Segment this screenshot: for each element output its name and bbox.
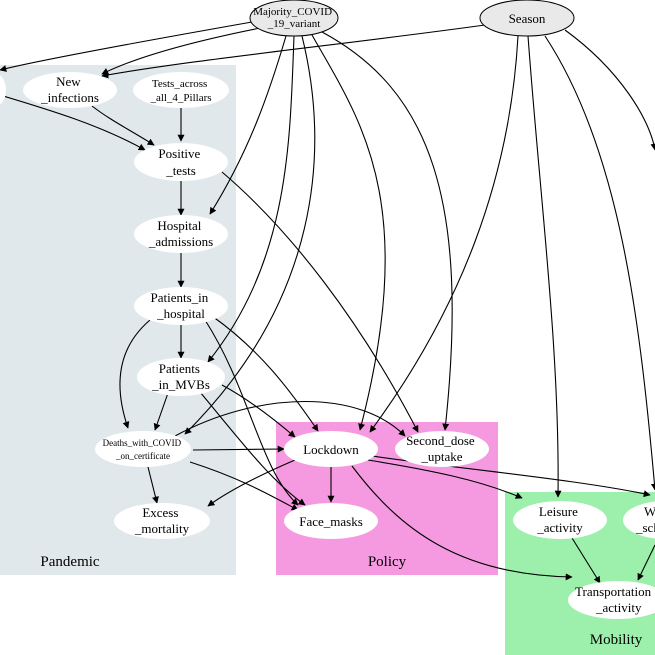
node-majority-covid-variant[interactable]: Majority_COVID _19_variant xyxy=(249,0,339,37)
node-offscreen-left-shape xyxy=(0,75,6,105)
node-patients-in-hospital-shape xyxy=(134,287,228,325)
edge-deaths-to-face-masks xyxy=(189,461,299,511)
node-patients-in-hospital-label: Patients_in _hospital xyxy=(150,290,211,321)
nodes: Majority_COVID _19_variant Season New _i… xyxy=(0,0,655,619)
node-transportation-activity-label: Transportation _activity xyxy=(575,584,654,615)
edge-season-to-work-school xyxy=(544,35,655,491)
edge-positive-tests-to-second-dose xyxy=(221,171,419,433)
node-work-school-label: W _sch xyxy=(635,504,655,535)
node-second-dose-uptake[interactable]: Second_dose _uptake xyxy=(395,431,489,467)
node-patients-in-mvbs-label: Patients _in_MVBs xyxy=(151,361,210,392)
edge-variant-to-hospital-admissions xyxy=(209,35,287,215)
edge-lockdown-to-excess-mortality xyxy=(207,459,296,507)
edge-lockdown-to-leisure xyxy=(367,459,523,499)
node-deaths-with-covid-label: Deaths_with_COVID _on_certificate xyxy=(103,438,184,461)
edge-variant-to-second-dose xyxy=(321,31,453,431)
node-transportation-activity-shape xyxy=(568,581,655,619)
node-lockdown-label: Lockdown xyxy=(303,442,359,457)
cluster-pandemic-label: Pandemic xyxy=(40,554,99,570)
edge-variant-to-positive-tests xyxy=(0,94,146,151)
edge-patients-in-hospital-to-deaths xyxy=(119,319,151,429)
node-hospital-admissions-label: Hospital _admissions xyxy=(148,218,213,249)
edge-season-to-leisure xyxy=(527,35,562,498)
edge-variant-to-lockdown xyxy=(311,34,386,431)
edge-patients-in-hospital-to-face-masks xyxy=(204,319,299,506)
node-tests-across-all-4-pillars[interactable]: Tests_across _all_4_Pillars xyxy=(133,72,229,108)
node-positive-tests-label: Positive _tests xyxy=(158,146,203,178)
node-second-dose-label: Second_dose _uptake xyxy=(406,433,478,464)
node-deaths-with-covid-shape xyxy=(95,431,191,467)
node-transportation-activity[interactable]: Transportation _activity xyxy=(568,581,655,619)
cluster-policy-label: Policy xyxy=(368,554,407,570)
node-new-infections-label: New _infections xyxy=(40,74,99,105)
node-leisure-activity-label: Leisure _activity xyxy=(536,504,583,535)
edge-season-to-offscreen-right xyxy=(564,29,655,151)
node-season-label: Season xyxy=(509,11,546,26)
edge-mvbs-to-deaths xyxy=(153,392,169,431)
node-offscreen-left xyxy=(0,75,6,105)
node-patients-in-mvbs[interactable]: Patients _in_MVBs xyxy=(137,358,225,396)
node-face-masks-shape xyxy=(284,503,378,539)
edge-variant-to-patients-in-mvbs xyxy=(207,35,295,363)
node-new-infections[interactable]: New _infections xyxy=(23,72,117,108)
edge-patients-in-hospital-to-lockdown xyxy=(211,315,319,432)
edge-deaths-to-second-dose xyxy=(174,401,406,437)
node-lockdown[interactable]: Lockdown xyxy=(284,431,378,467)
node-deaths-with-covid[interactable]: Deaths_with_COVID _on_certificate xyxy=(95,431,191,467)
edges xyxy=(0,21,655,584)
node-second-dose-shape xyxy=(395,431,489,467)
edge-work-school-to-transportation xyxy=(637,544,655,581)
edge-deaths-to-lockdown xyxy=(192,445,285,453)
node-tests-across-shape xyxy=(133,72,229,108)
node-excess-mortality-label: Excess _mortality xyxy=(134,505,190,536)
edge-variant-to-new-infections xyxy=(101,27,261,75)
edge-mvbs-to-lockdown xyxy=(221,384,296,438)
edge-lockdown-to-transportation xyxy=(351,465,573,581)
node-hospital-admissions[interactable]: Hospital _admissions xyxy=(134,215,228,253)
edge-deaths-to-excess-mortality xyxy=(147,466,159,504)
node-excess-mortality-shape xyxy=(114,503,210,539)
node-season-shape xyxy=(479,0,575,37)
node-face-masks[interactable]: Face_masks xyxy=(284,503,378,539)
edge-variant-to-offscreen-left xyxy=(0,21,253,72)
node-leisure-activity[interactable]: Leisure _activity xyxy=(513,501,607,539)
node-excess-mortality[interactable]: Excess _mortality xyxy=(114,503,210,539)
node-leisure-activity-shape xyxy=(513,501,607,539)
node-lockdown-shape xyxy=(284,431,378,467)
node-majority-covid-variant-shape xyxy=(249,0,339,37)
node-positive-tests-shape xyxy=(134,143,228,181)
node-tests-across-label: Tests_across _all_4_Pillars xyxy=(149,78,211,104)
cluster-mobility-label: Mobility xyxy=(590,632,643,648)
node-work-school-partial[interactable]: W _sch xyxy=(623,501,655,539)
node-season[interactable]: Season xyxy=(479,0,575,37)
node-majority-covid-variant-label: Majority_COVID _19_variant xyxy=(253,6,335,30)
edge-season-to-new-infections xyxy=(101,24,486,79)
node-hospital-admissions-shape xyxy=(134,215,228,253)
node-work-school-shape xyxy=(623,501,655,539)
edge-variant-to-deaths xyxy=(184,35,316,435)
node-positive-tests[interactable]: Positive _tests xyxy=(134,143,228,181)
node-patients-in-hospital[interactable]: Patients_in _hospital xyxy=(134,287,228,325)
node-patients-in-mvbs-shape xyxy=(137,358,225,396)
node-new-infections-shape xyxy=(23,72,117,108)
edge-new-infections-to-positive-tests xyxy=(91,105,155,146)
edge-leisure-to-transportation xyxy=(571,537,601,584)
edge-season-to-lockdown xyxy=(369,35,519,433)
edge-mvbs-to-face-masks xyxy=(199,391,306,506)
node-face-masks-label: Face_masks xyxy=(299,514,363,529)
